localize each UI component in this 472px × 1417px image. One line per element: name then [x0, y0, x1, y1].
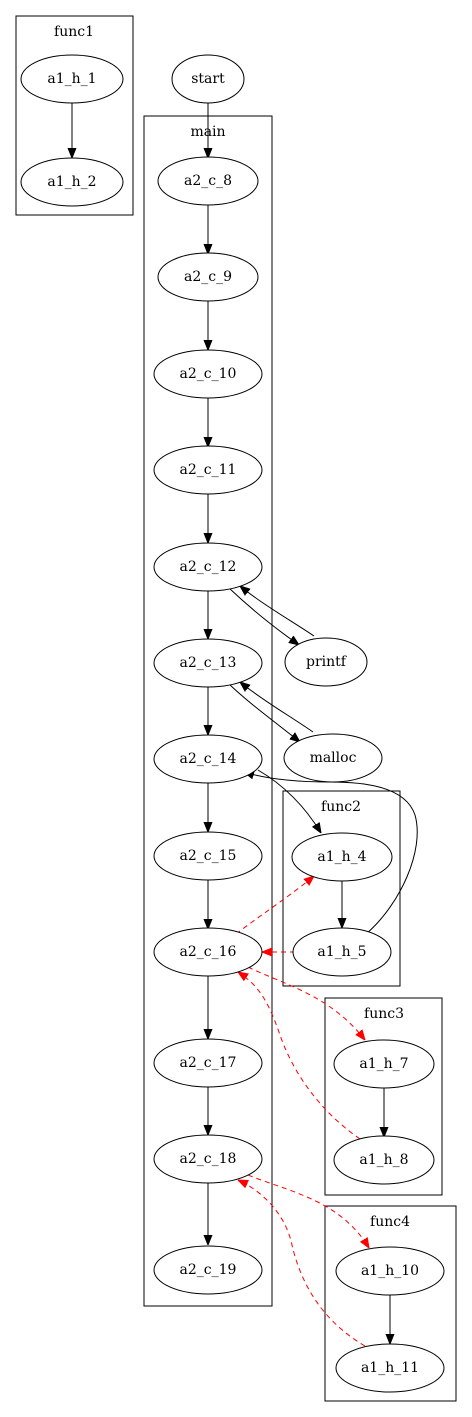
node-start-label: start — [191, 71, 225, 87]
node-a2_c_17-label: a2_c_17 — [180, 1055, 237, 1071]
node-a1_h_8-label: a1_h_8 — [359, 1152, 408, 1168]
node-a2_c_19-label: a2_c_19 — [180, 1262, 237, 1278]
node-malloc[interactable]: malloc — [283, 733, 383, 783]
edge-malloc-to-a2_c_13 — [240, 682, 314, 733]
node-a2_c_16[interactable]: a2_c_16 — [153, 927, 263, 977]
node-a2_c_15-label: a2_c_15 — [180, 848, 237, 864]
cluster-func1-box — [15, 15, 134, 216]
node-a1_h_2[interactable]: a1_h_2 — [20, 157, 124, 207]
node-a2_c_19[interactable]: a2_c_19 — [153, 1245, 263, 1295]
node-a1_h_1-label: a1_h_1 — [47, 71, 96, 87]
cluster-func4-box — [324, 1205, 457, 1402]
edge-a2_c_12-to-printf — [228, 587, 299, 645]
cluster-func2-label: func2 — [321, 799, 361, 815]
node-a2_c_15[interactable]: a2_c_15 — [153, 831, 263, 881]
node-printf-label: printf — [306, 654, 348, 670]
cluster-func1: func1 — [15, 15, 134, 216]
edge-printf-to-a2_c_12 — [240, 586, 315, 637]
edge-a2_c_18-to-a1_h_10 — [247, 1174, 369, 1248]
node-a1_h_4-label: a1_h_4 — [317, 849, 366, 865]
node-a2_c_13-label: a2_c_13 — [180, 655, 237, 671]
node-a1_h_1[interactable]: a1_h_1 — [20, 54, 124, 104]
node-a1_h_10-label: a1_h_10 — [361, 1263, 419, 1279]
node-a2_c_14[interactable]: a2_c_14 — [153, 734, 263, 784]
node-a1_h_8[interactable]: a1_h_8 — [333, 1135, 435, 1185]
edge-a2_c_16-to-a1_h_7 — [247, 966, 365, 1040]
node-a2_c_10-label: a2_c_10 — [180, 366, 237, 382]
node-a1_h_7-label: a1_h_7 — [359, 1056, 408, 1072]
edge-a2_c_13-to-malloc — [228, 683, 300, 742]
node-a1_h_5-label: a1_h_5 — [317, 944, 366, 960]
node-a2_c_8-label: a2_c_8 — [184, 173, 232, 189]
node-a2_c_14-label: a2_c_14 — [180, 751, 237, 767]
node-a2_c_18[interactable]: a2_c_18 — [153, 1134, 263, 1184]
cluster-func3: func3 — [324, 997, 443, 1196]
node-a1_h_11[interactable]: a1_h_11 — [335, 1343, 445, 1393]
edges — [72, 103, 418, 1347]
node-a2_c_9[interactable]: a2_c_9 — [157, 252, 259, 302]
cluster-func3-label: func3 — [364, 1006, 404, 1022]
node-a1_h_11-label: a1_h_11 — [361, 1360, 419, 1376]
cluster-func2-box — [282, 790, 401, 987]
node-malloc-label: malloc — [310, 750, 357, 766]
cluster-func3-box — [324, 997, 443, 1196]
node-a2_c_13[interactable]: a2_c_13 — [153, 638, 263, 688]
nodes: a1_h_1 a1_h_2 start a2_c_8 a2_c_9 a2_c_1… — [20, 54, 445, 1393]
node-a1_h_10[interactable]: a1_h_10 — [335, 1246, 445, 1296]
node-a1_h_4[interactable]: a1_h_4 — [291, 832, 393, 882]
node-a2_c_12-label: a2_c_12 — [180, 559, 237, 575]
node-a2_c_12[interactable]: a2_c_12 — [153, 542, 263, 592]
node-a2_c_8[interactable]: a2_c_8 — [157, 156, 259, 206]
cluster-func2: func2 — [282, 790, 401, 987]
edge-a1_h_5-to-a2_c_14 — [244, 772, 418, 935]
node-a2_c_11-label: a2_c_11 — [180, 462, 237, 478]
cluster-func1-label: func1 — [54, 24, 94, 40]
node-a2_c_16-label: a2_c_16 — [180, 944, 237, 960]
node-a2_c_11[interactable]: a2_c_11 — [153, 445, 263, 495]
cluster-func4: func4 — [324, 1205, 457, 1402]
edge-a2_c_14-to-a1_h_4 — [257, 769, 321, 833]
node-printf[interactable]: printf — [284, 637, 368, 687]
cluster-func4-label: func4 — [370, 1214, 410, 1230]
edge-a1_h_8-to-a2_c_16 — [238, 972, 361, 1140]
node-a1_h_7[interactable]: a1_h_7 — [333, 1039, 435, 1089]
node-a2_c_17[interactable]: a2_c_17 — [153, 1038, 263, 1088]
node-a1_h_2-label: a1_h_2 — [47, 174, 96, 190]
node-start[interactable]: start — [171, 54, 245, 104]
node-a2_c_18-label: a2_c_18 — [180, 1151, 237, 1167]
edge-a2_c_16-to-a1_h_4 — [235, 876, 314, 935]
node-a2_c_9-label: a2_c_9 — [184, 269, 232, 285]
node-a2_c_10[interactable]: a2_c_10 — [153, 349, 263, 399]
edge-a1_h_11-to-a2_c_18 — [238, 1180, 366, 1347]
node-a1_h_5[interactable]: a1_h_5 — [292, 927, 392, 977]
